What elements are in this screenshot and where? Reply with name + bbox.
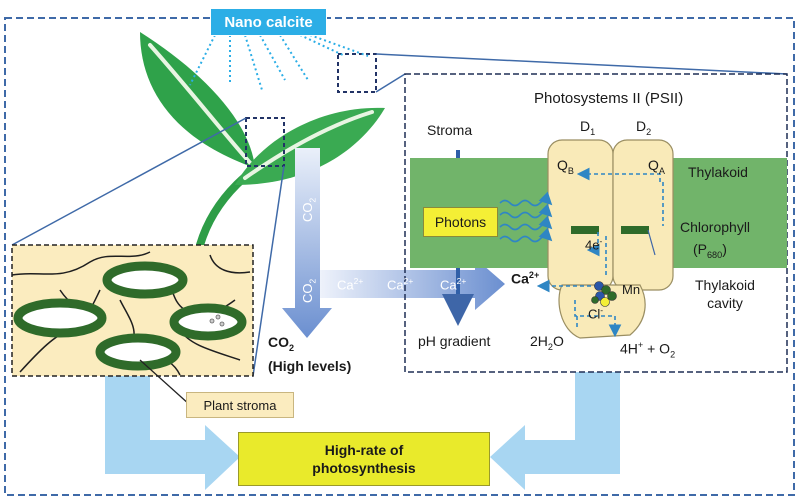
ca-arrow-label-1: Ca2+ xyxy=(337,276,364,293)
products-label: 4H+ + O2 xyxy=(620,340,676,360)
plant-stroma-label: Plant stroma xyxy=(186,392,294,418)
chlorophyll-bar-2 xyxy=(621,226,649,234)
leaf-zoom-box-right xyxy=(337,53,377,93)
cl-label: Cl- xyxy=(588,305,604,322)
d2-label: D2 xyxy=(636,118,652,137)
psii-title: Photosystems II (PSII) xyxy=(534,90,684,107)
ca-arrow-label-3: Ca2+ xyxy=(440,276,467,293)
electron-path xyxy=(536,167,664,338)
co2-arrow-label-2: CO2 xyxy=(300,278,318,303)
chlorophyll-bar-1 xyxy=(571,226,599,234)
co2-high-label: CO2 (High levels) xyxy=(268,334,352,374)
photon-waves xyxy=(499,191,553,243)
water-label: 2H2O xyxy=(530,333,564,352)
qb-label: QB xyxy=(557,157,574,176)
p680-label: (P680) xyxy=(693,241,727,260)
thylakoid-label: Thylakoid xyxy=(688,164,748,180)
ca-arrow-label-2: Ca2+ xyxy=(387,276,414,293)
co2-down-arrow xyxy=(282,148,332,338)
flow-arrows xyxy=(105,372,620,490)
ph-gradient-label: pH gradient xyxy=(418,333,491,349)
chlorophyll-label: Chlorophyll xyxy=(680,219,751,235)
stroma-label: Stroma xyxy=(427,122,473,138)
stoma-particles xyxy=(209,314,225,327)
leaf-illustration xyxy=(140,32,385,249)
plant-stroma-text: Plant stroma xyxy=(203,397,277,413)
d1-label: D1 xyxy=(580,118,596,137)
mn-cluster xyxy=(591,281,617,307)
result-line-2: photosynthesis xyxy=(312,460,416,476)
photons-text: Photons xyxy=(434,214,487,230)
result-line-1: High-rate of xyxy=(324,442,404,458)
photons-box: Photons xyxy=(423,207,498,237)
nano-calcite-text: Nano calcite xyxy=(224,13,313,31)
stomata xyxy=(13,261,247,371)
qa-label: QA xyxy=(648,157,665,176)
co2-arrow-label-1: CO2 xyxy=(300,197,318,222)
result-box: High-rate of photosynthesis xyxy=(238,432,490,486)
psii-complex xyxy=(547,139,674,339)
nano-dotted-lines xyxy=(189,34,369,91)
mn-label: Mn xyxy=(622,282,641,297)
outer-frame xyxy=(4,17,795,496)
leaf-zoom-box-left xyxy=(245,117,285,167)
ca-ion-label: Ca2+ xyxy=(511,270,540,287)
zoom-connectors xyxy=(11,53,788,377)
plant-stroma-leader xyxy=(139,359,191,406)
nano-calcite-label: Nano calcite xyxy=(210,8,327,36)
electrons-label: 4e- xyxy=(585,236,603,253)
